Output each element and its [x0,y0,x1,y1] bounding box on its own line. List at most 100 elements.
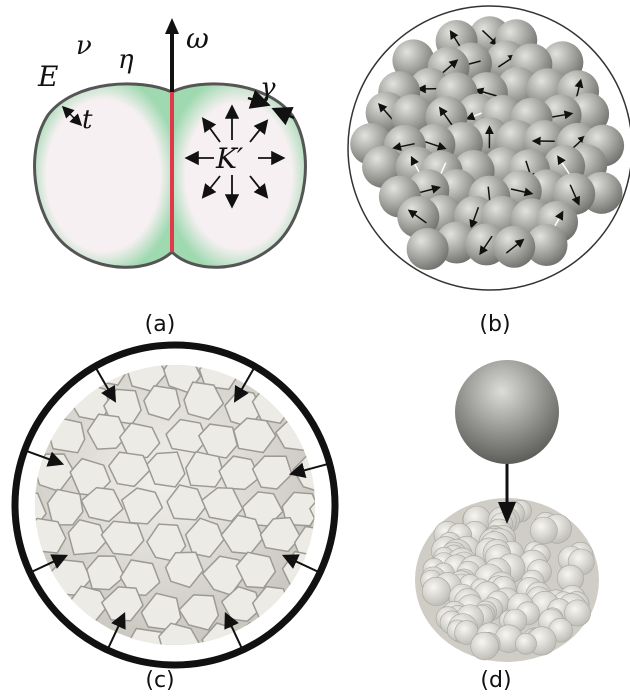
compression-arrow [24,449,65,467]
embryo-cell [143,384,181,421]
embryo-cell [35,365,51,393]
packed-sphere [406,228,449,271]
aggregate-cell [515,632,537,655]
embryo-cell [183,381,225,421]
velocity-arrow [424,140,447,151]
embryo-cell [184,517,225,558]
embryo-cell [80,486,124,523]
embryo-cell [331,386,346,423]
embryo-cell [184,450,225,488]
embryo-cell [178,594,220,631]
caption-c: (c) [145,668,175,693]
sphere-packing-diagram [347,5,630,291]
embryo-cell [330,592,345,628]
aggregate-cell [530,516,558,545]
embryo-cell [235,551,277,589]
velocity-arrow [438,106,453,126]
aggregate-cell [470,631,499,661]
embryo-cell [119,559,161,597]
label-t: t [82,105,93,135]
embryo-cell [47,416,86,454]
compressed-embryo-diagram [11,341,346,669]
embryo-cell [338,453,345,492]
embryo-cell [120,487,164,525]
embryo-cell [200,486,244,523]
probe-sphere [455,360,559,464]
panel-d-indentation [390,340,630,670]
indentation-diagram [415,360,599,662]
compression-ring [11,341,339,669]
label-eta: η [118,45,134,75]
embryo-cell [318,354,345,392]
velocity-arrow [481,29,500,47]
compression-arrow [106,611,126,651]
velocity-arrow [505,238,525,254]
panel-b-sphere-packing [345,0,630,300]
pressure-arrows [184,104,286,209]
embryo-cell [164,551,204,589]
panel-c-compressed-embryo [0,340,345,670]
compression-arrows [24,365,330,651]
velocity-arrow [557,155,571,175]
embryo-cell [232,417,277,454]
embryo-cell [67,518,108,556]
panel-a-cell-doublet: E ν η ω γ t K′ [20,0,320,300]
packed-sphere [525,224,568,267]
embryo-cells [35,354,346,660]
velocity-arrow [474,87,497,97]
indentation-arrowhead [498,502,516,524]
label-gamma: γ [260,73,276,103]
velocity-arrow [440,59,459,75]
velocity-arrow [418,184,441,194]
velocity-arrow [469,207,480,229]
left-cell [33,82,174,269]
caption-b: (b) [479,312,511,337]
embryo-aggregate [415,498,599,662]
embryo-cell [100,520,145,556]
embryo-cell [45,365,87,389]
embryo-cell [281,491,315,527]
compression-arrow [29,554,69,574]
velocity-arrow [407,209,427,224]
embryo-cell [118,422,161,459]
embryo-cell [280,365,315,384]
compression-arrow [224,611,244,651]
velocity-arrow [392,142,415,151]
embryo-cell [85,555,126,591]
velocity-arrow [569,184,580,206]
label-omega: ω [186,22,209,55]
label-K-prime: K′ [215,142,244,175]
embryo-cell [146,451,186,488]
velocity-arrow [479,235,493,256]
label-nu: ν [76,31,92,61]
compression-arrow [288,462,330,479]
caption-a: (a) [144,312,176,337]
embryo-cell [251,455,293,490]
label-E: E [37,60,58,93]
embryo-cell [218,455,261,491]
embryo-cell [86,413,128,450]
caption-d: (d) [480,668,512,693]
embryo-cell [320,628,345,660]
right-cell [170,82,307,269]
compression-arrow [281,554,321,574]
compression-arrow [94,365,116,403]
embryo-cell [50,624,91,645]
embryo-cell [308,491,315,529]
embryo-cell [197,423,239,459]
aggregate-cell [421,576,451,606]
embryo-cell [35,623,49,645]
embryo-cell [259,516,302,553]
embryo-cell [166,484,207,521]
sphere-cluster [350,16,625,271]
embryo-cell [293,525,315,562]
embryo-cell [107,451,151,488]
cell-doublet-diagram: E ν η ω γ t K′ [33,18,307,269]
embryo-cell [158,622,201,645]
aggregate-cell [564,599,591,627]
compression-arrow [234,365,256,403]
velocity-arrow [378,102,394,121]
velocity-arrow [510,187,534,197]
embryo-cell [46,488,84,526]
confining-sphere-boundary [347,5,630,291]
